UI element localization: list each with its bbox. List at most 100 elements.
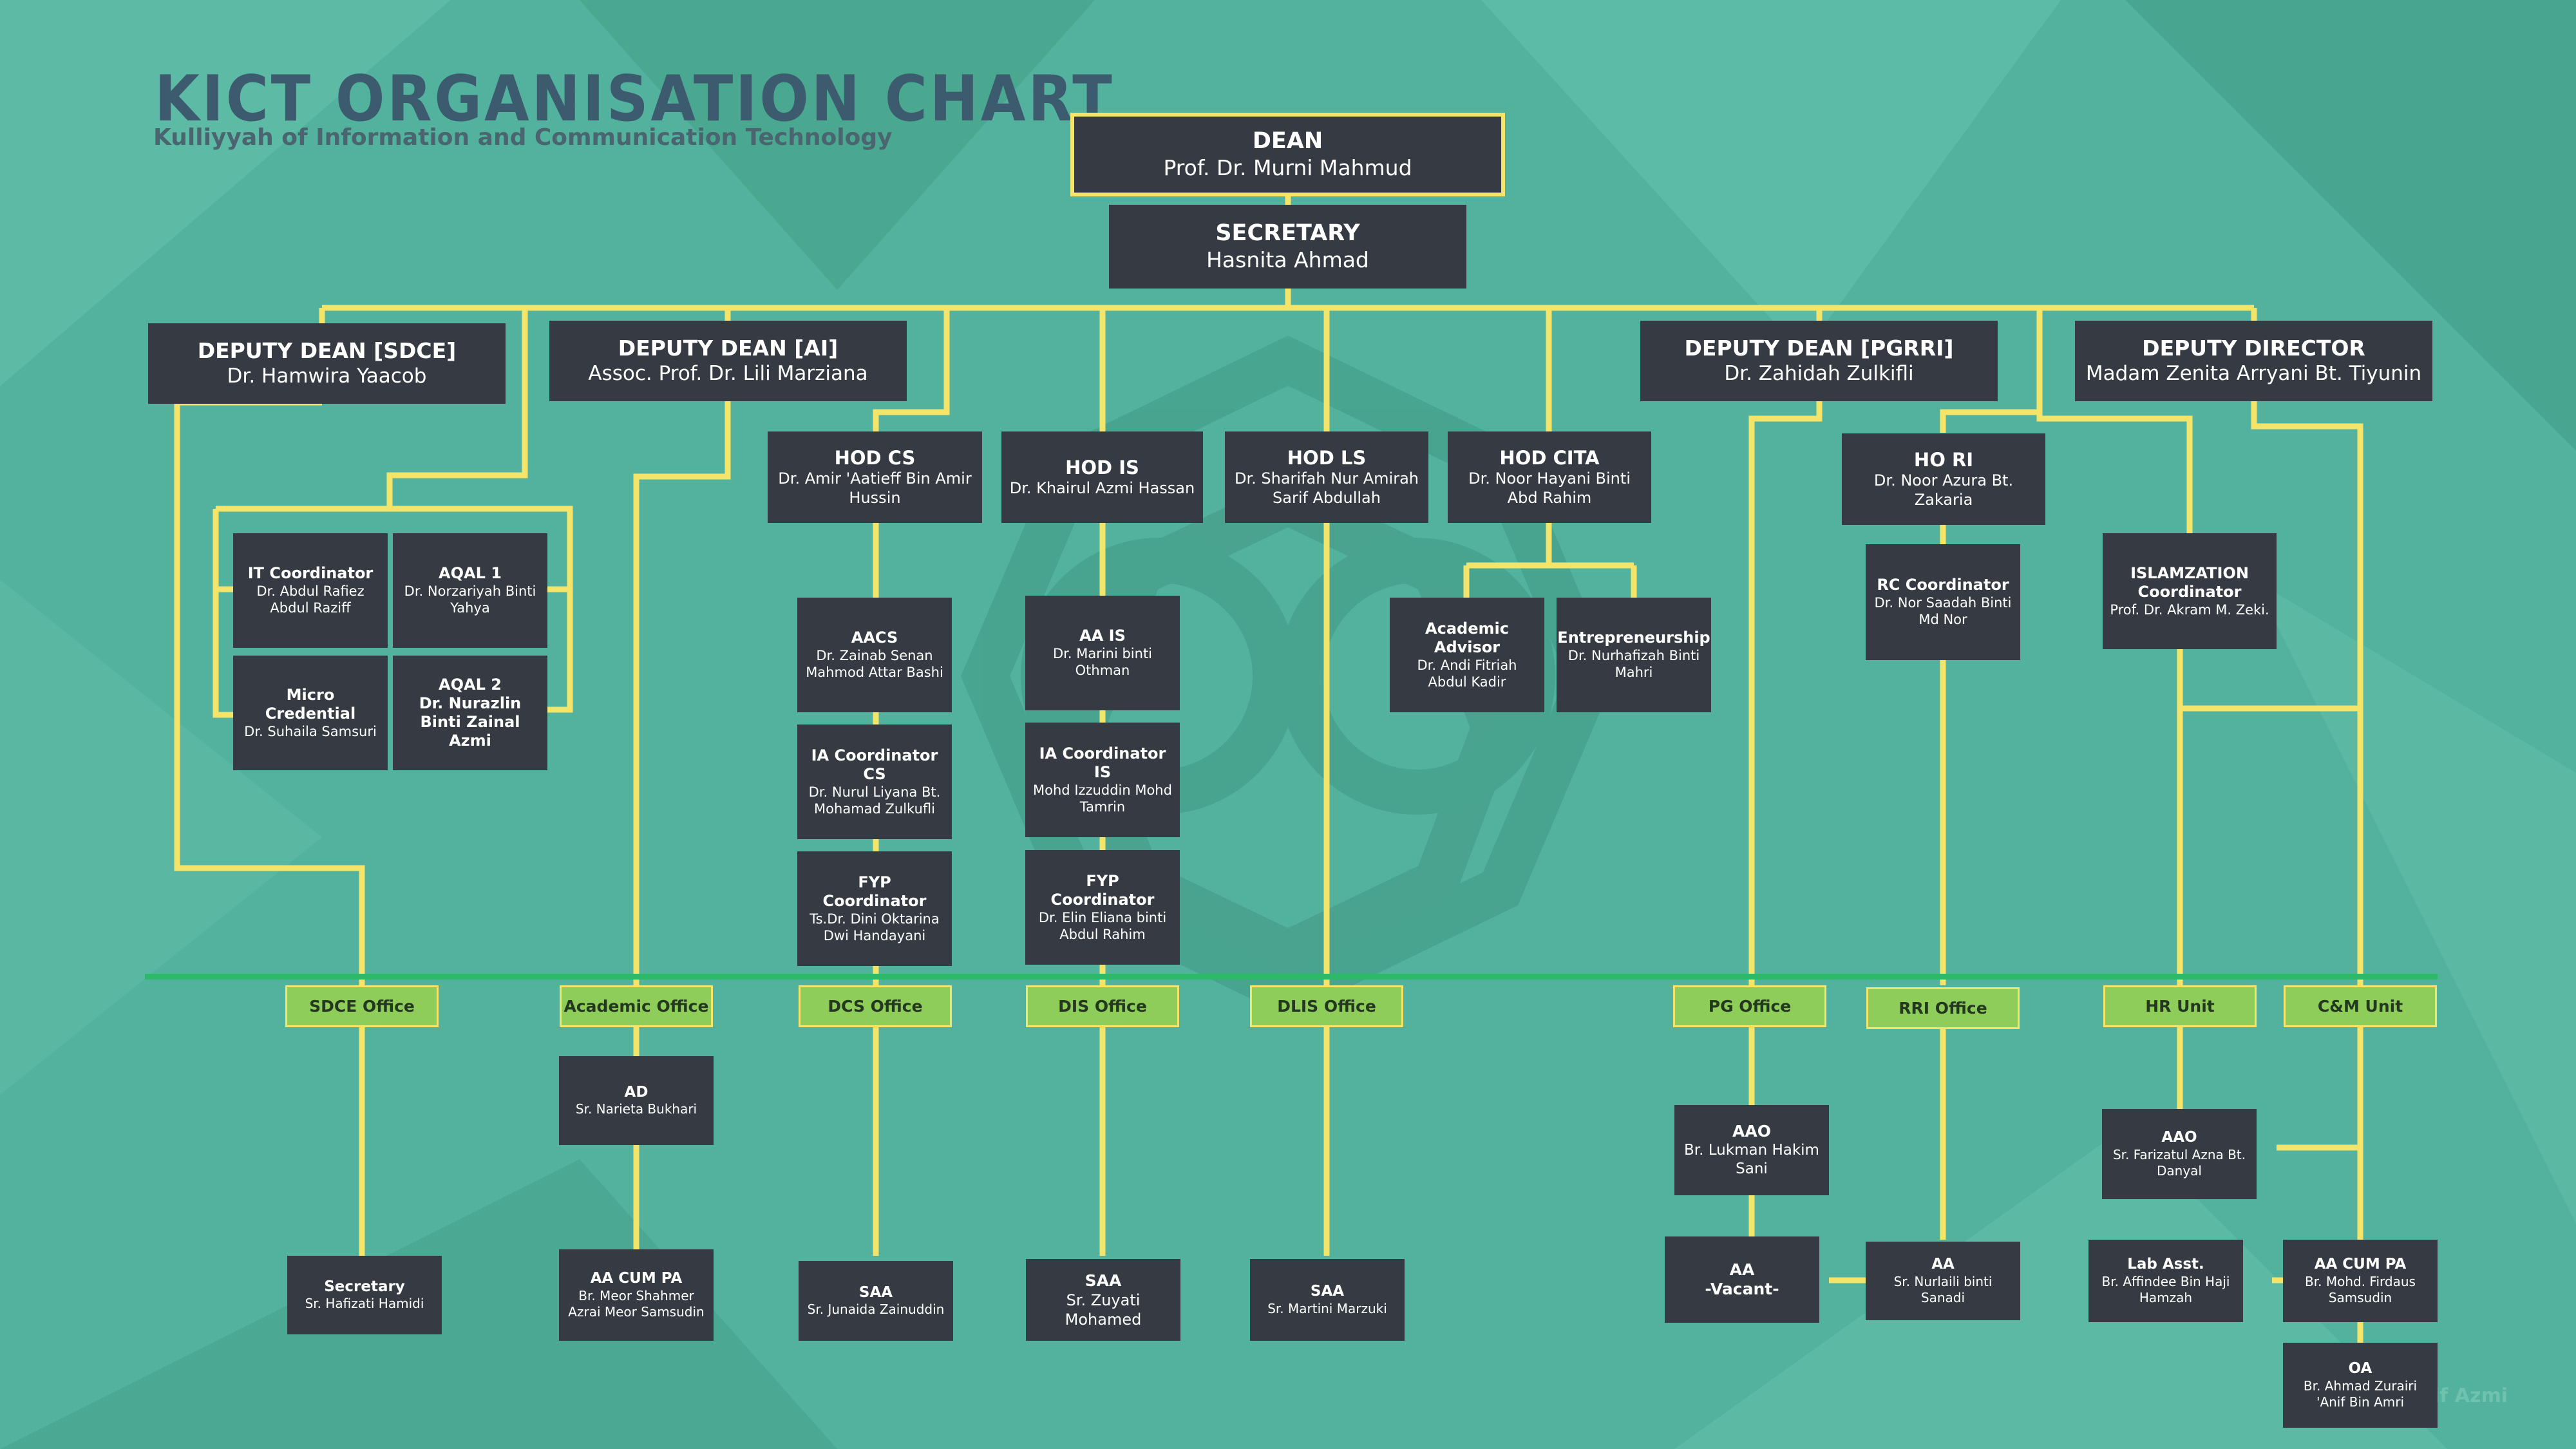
- micro-credential-role: Micro Credential: [265, 686, 356, 723]
- oa-role: OA: [2348, 1360, 2372, 1378]
- page-title: KICT ORGANISATION CHART: [155, 62, 1115, 136]
- rc-coordinator-name: Dr. Nor Saadah Binti Md Nor: [1874, 595, 2012, 628]
- saa-dlis-box: SAA Sr. Martini Marzuki: [1250, 1259, 1405, 1341]
- deputy-dean-ai-role: DEPUTY DEAN [AI]: [618, 336, 838, 361]
- oa-name: Br. Ahmad Zurairi 'Anif Bin Amri: [2303, 1378, 2418, 1410]
- office-dcs: DCS Office: [799, 985, 952, 1027]
- islamization-coordinator-role: ISLAMZATION Coordinator: [2130, 564, 2249, 601]
- deputy-dean-ai-name: Assoc. Prof. Dr. Lili Marziana: [588, 361, 868, 385]
- ia-coordinator-cs-name: Dr. Nurul Liyana Bt. Mohamad Zulkufli: [808, 784, 941, 817]
- fyp-coordinator-is-box: FYP Coordinator Dr. Elin Eliana binti Ab…: [1025, 850, 1180, 965]
- rc-coordinator-role: RC Coordinator: [1877, 576, 2009, 594]
- aao-pg-name: Br. Lukman Hakim Sani: [1684, 1142, 1819, 1177]
- hod-cs-role: HOD CS: [834, 446, 916, 469]
- hod-ls-box: HOD LS Dr. Sharifah Nur Amirah Sarif Abd…: [1225, 431, 1428, 523]
- hod-cs-box: HOD CS Dr. Amir 'Aatieff Bin Amir Hussin: [768, 431, 982, 523]
- aa-cum-pa-academic-name: Br. Meor Shahmer Azrai Meor Samsudin: [568, 1287, 705, 1320]
- dean-role: DEAN: [1252, 128, 1323, 155]
- ia-coordinator-is-box: IA Coordinator IS Mohd Izzuddin Mohd Tam…: [1025, 723, 1180, 837]
- aacs-box: AACS Dr. Zainab Senan Mahmod Attar Bashi: [797, 598, 952, 712]
- aa-vacant-box: AA -Vacant-: [1665, 1236, 1819, 1323]
- saa-dis-box: SAA Sr. Zuyati Mohamed: [1026, 1259, 1180, 1341]
- fyp-coordinator-cs-name: Ts.Dr. Dini Oktarina Dwi Handayani: [810, 911, 940, 943]
- ia-coordinator-is-role: IA Coordinator IS: [1039, 744, 1166, 781]
- hod-cs-name: Dr. Amir 'Aatieff Bin Amir Hussin: [778, 469, 972, 507]
- lab-asst-box: Lab Asst. Br. Affindee Bin Haji Hamzah: [2088, 1240, 2243, 1322]
- saa-dcs-box: SAA Sr. Junaida Zainuddin: [799, 1261, 953, 1341]
- hod-cita-box: HOD CITA Dr. Noor Hayani Binti Abd Rahim: [1448, 431, 1651, 523]
- academic-advisor-box: Academic Advisor Dr. Andi Fitriah Abdul …: [1390, 598, 1544, 712]
- secretary-role: SECRETARY: [1215, 220, 1360, 247]
- deputy-dean-pgrri-role: DEPUTY DEAN [PGRRI]: [1684, 336, 1954, 361]
- secretary-sdce-name: Sr. Hafizati Hamidi: [305, 1296, 424, 1312]
- aa-cum-pa-academic-box: AA CUM PA Br. Meor Shahmer Azrai Meor Sa…: [559, 1249, 714, 1341]
- deputy-director-role: DEPUTY DIRECTOR: [2142, 336, 2365, 361]
- aqal1-box: AQAL 1 Dr. Norzariyah Binti Yahya: [393, 533, 547, 648]
- aa-vacant-name: -Vacant-: [1705, 1280, 1779, 1298]
- aao-pg-box: AAO Br. Lukman Hakim Sani: [1674, 1105, 1829, 1195]
- aa-is-name: Dr. Marini binti Othman: [1052, 646, 1153, 679]
- ho-ri-name: Dr. Noor Azura Bt. Zakaria: [1873, 471, 2014, 509]
- office-divider-line: [145, 974, 2438, 980]
- ho-ri-role: HO RI: [1913, 448, 1974, 471]
- aqal2-box: AQAL 2 Dr. Nurazlin Binti Zainal Azmi: [393, 656, 547, 770]
- entrepreneurship-box: Entrepreneurship Dr. Nurhafizah Binti Ma…: [1557, 598, 1711, 712]
- office-academic: Academic Office: [560, 985, 713, 1027]
- ad-box: AD Sr. Narieta Bukhari: [559, 1056, 714, 1145]
- ad-role: AD: [624, 1083, 649, 1101]
- aacs-role: AACS: [851, 629, 898, 647]
- aa-rri-role: AA: [1931, 1256, 1955, 1273]
- office-dis: DIS Office: [1026, 985, 1179, 1027]
- it-coordinator-role: IT Coordinator: [247, 564, 374, 583]
- hod-is-name: Dr. Khairul Azmi Hassan: [1009, 479, 1195, 498]
- deputy-director-box: DEPUTY DIRECTOR Madam Zenita Arryani Bt.…: [2075, 321, 2432, 401]
- aacs-name: Dr. Zainab Senan Mahmod Attar Bashi: [806, 648, 943, 681]
- aa-cum-pa-cm-role: AA CUM PA: [2314, 1256, 2407, 1273]
- it-coordinator-box: IT Coordinator Dr. Abdul Rafiez Abdul Ra…: [233, 533, 388, 648]
- aa-vacant-role: AA: [1729, 1260, 1755, 1279]
- hod-is-role: HOD IS: [1065, 456, 1139, 478]
- academic-advisor-role: Academic Advisor: [1425, 619, 1509, 656]
- aao-hr-box: AAO Sr. Farizatul Azna Bt. Danyal: [2102, 1109, 2257, 1199]
- academic-advisor-name: Dr. Andi Fitriah Abdul Kadir: [1417, 657, 1517, 690]
- fyp-coordinator-cs-role: FYP Coordinator: [822, 873, 927, 910]
- lab-asst-name: Br. Affindee Bin Haji Hamzah: [2101, 1273, 2230, 1305]
- ad-name: Sr. Narieta Bukhari: [575, 1101, 697, 1117]
- saa-dlis-name: Sr. Martini Marzuki: [1267, 1300, 1387, 1316]
- it-coordinator-name: Dr. Abdul Rafiez Abdul Raziff: [256, 583, 365, 616]
- office-rri: RRI Office: [1866, 987, 2020, 1029]
- deputy-dean-sdce-box: DEPUTY DEAN [SDCE] Dr. Hamwira Yaacob: [148, 323, 506, 404]
- rc-coordinator-box: RC Coordinator Dr. Nor Saadah Binti Md N…: [1866, 544, 2020, 660]
- saa-dcs-role: SAA: [858, 1283, 893, 1301]
- saa-dlis-role: SAA: [1310, 1283, 1345, 1300]
- aao-pg-role: AAO: [1732, 1122, 1771, 1141]
- fyp-coordinator-is-name: Dr. Elin Eliana binti Abdul Rahim: [1038, 909, 1167, 942]
- office-sdce: SDCE Office: [285, 985, 439, 1027]
- hod-ls-role: HOD LS: [1287, 446, 1367, 469]
- ho-ri-box: HO RI Dr. Noor Azura Bt. Zakaria: [1842, 433, 2045, 525]
- aa-cum-pa-cm-name: Br. Mohd. Firdaus Samsudin: [2305, 1273, 2416, 1305]
- aa-rri-name: Sr. Nurlaili binti Sanadi: [1893, 1273, 1993, 1305]
- saa-dcs-name: Sr. Junaida Zainuddin: [807, 1302, 945, 1318]
- dean-box: DEAN Prof. Dr. Murni Mahmud: [1070, 113, 1505, 196]
- micro-credential-name: Dr. Suhaila Samsuri: [244, 723, 377, 739]
- ia-coordinator-is-name: Mohd Izzuddin Mohd Tamrin: [1033, 782, 1172, 815]
- lab-asst-role: Lab Asst.: [2127, 1256, 2204, 1273]
- aqal1-name: Dr. Norzariyah Binti Yahya: [404, 583, 536, 616]
- hod-is-box: HOD IS Dr. Khairul Azmi Hassan: [1001, 431, 1203, 523]
- ia-coordinator-cs-box: IA Coordinator CS Dr. Nurul Liyana Bt. M…: [797, 724, 952, 839]
- secretary-sdce-role: Secretary: [324, 1278, 405, 1295]
- secretary-sdce-box: Secretary Sr. Hafizati Hamidi: [287, 1256, 442, 1334]
- aa-is-box: AA IS Dr. Marini binti Othman: [1025, 596, 1180, 710]
- deputy-dean-sdce-name: Dr. Hamwira Yaacob: [227, 364, 427, 388]
- deputy-dean-sdce-role: DEPUTY DEAN [SDCE]: [197, 338, 457, 364]
- aa-cum-pa-cm-box: AA CUM PA Br. Mohd. Firdaus Samsudin: [2283, 1240, 2438, 1322]
- page-subtitle: Kulliyyah of Information and Communicati…: [153, 124, 893, 151]
- oa-box: OA Br. Ahmad Zurairi 'Anif Bin Amri: [2283, 1343, 2438, 1428]
- office-cm: C&M Unit: [2284, 985, 2437, 1027]
- aa-rri-box: AA Sr. Nurlaili binti Sanadi: [1866, 1242, 2020, 1320]
- hod-cita-name: Dr. Noor Hayani Binti Abd Rahim: [1468, 469, 1631, 507]
- deputy-dean-pgrri-name: Dr. Zahidah Zulkifli: [1724, 361, 1914, 385]
- secretary-box: SECRETARY Hasnita Ahmad: [1109, 205, 1466, 289]
- aqal2-name: Dr. Nurazlin Binti Zainal Azmi: [419, 694, 522, 750]
